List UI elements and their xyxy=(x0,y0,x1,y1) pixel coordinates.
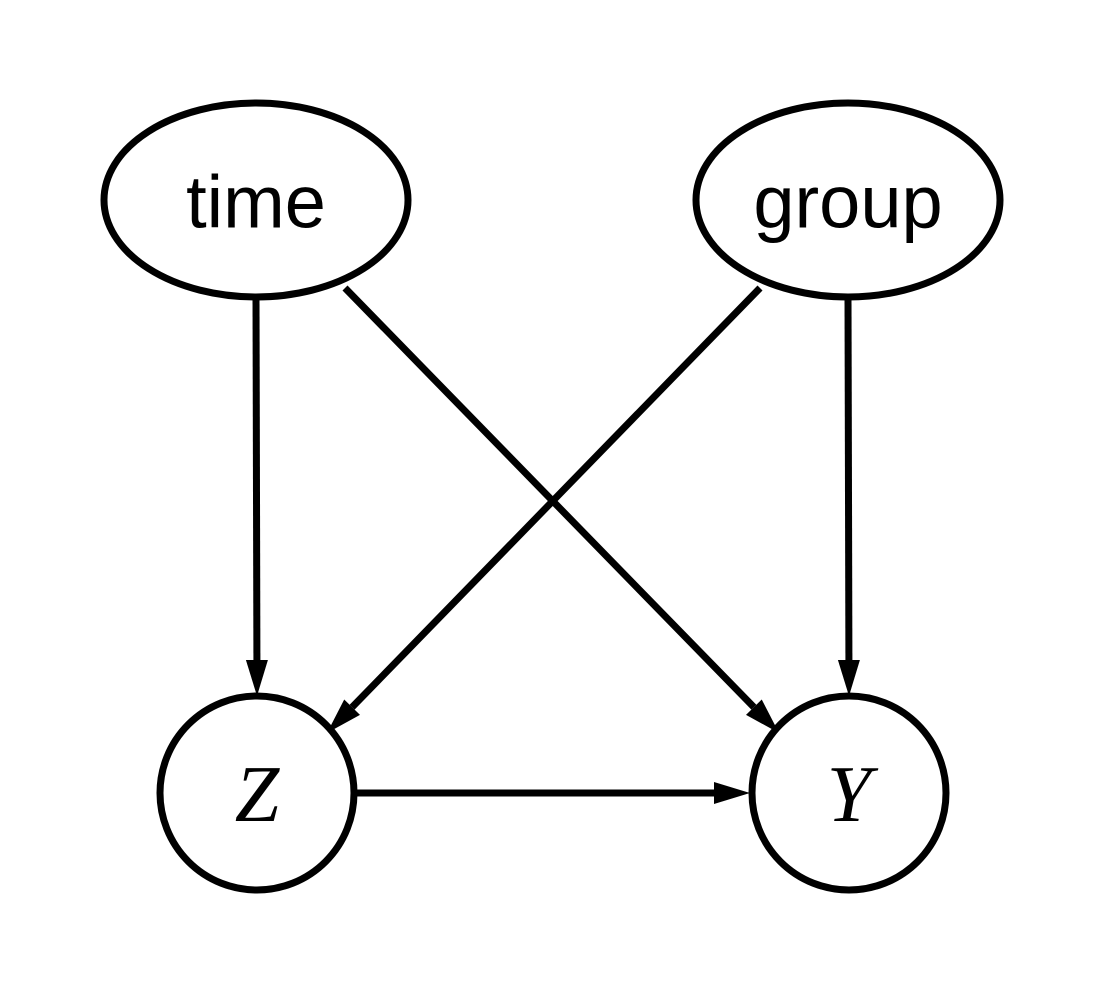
edge-time-to-Z-arrowhead-icon xyxy=(245,659,268,696)
edge-group-to-Z-arrowhead-icon xyxy=(327,699,360,733)
node-Y-label: Y xyxy=(827,751,879,839)
node-Z[interactable]: Z xyxy=(156,692,358,894)
edge-layer xyxy=(245,285,860,804)
edge-group-to-Z-line xyxy=(349,285,763,710)
edge-group-to-Y-line xyxy=(844,297,853,661)
edge-group-to-Y-arrowhead-icon xyxy=(837,659,860,696)
edge-time-to-Y[interactable] xyxy=(342,285,779,733)
edge-Z-to-Y-arrowhead-icon xyxy=(714,782,750,804)
node-time-label: time xyxy=(186,161,326,244)
edge-time-to-Z-line xyxy=(252,297,261,661)
node-Y-shape xyxy=(748,692,950,894)
node-layer: time group Z Y xyxy=(100,99,1004,894)
edge-group-to-Y[interactable] xyxy=(837,297,860,696)
node-group-shape xyxy=(692,99,1004,301)
node-time[interactable]: time xyxy=(100,99,412,301)
node-time-shape xyxy=(100,99,412,301)
edge-time-to-Y-arrowhead-icon xyxy=(745,699,779,733)
edge-Z-to-Y[interactable] xyxy=(355,782,750,804)
node-Z-label: Z xyxy=(235,751,281,839)
node-group[interactable]: group xyxy=(692,99,1004,301)
node-Y[interactable]: Y xyxy=(748,692,950,894)
edge-time-to-Z[interactable] xyxy=(245,297,268,696)
edge-group-to-Z[interactable] xyxy=(327,285,763,733)
edge-time-to-Y-line xyxy=(342,285,757,710)
node-group-label: group xyxy=(753,161,942,244)
node-Z-shape xyxy=(156,692,358,894)
